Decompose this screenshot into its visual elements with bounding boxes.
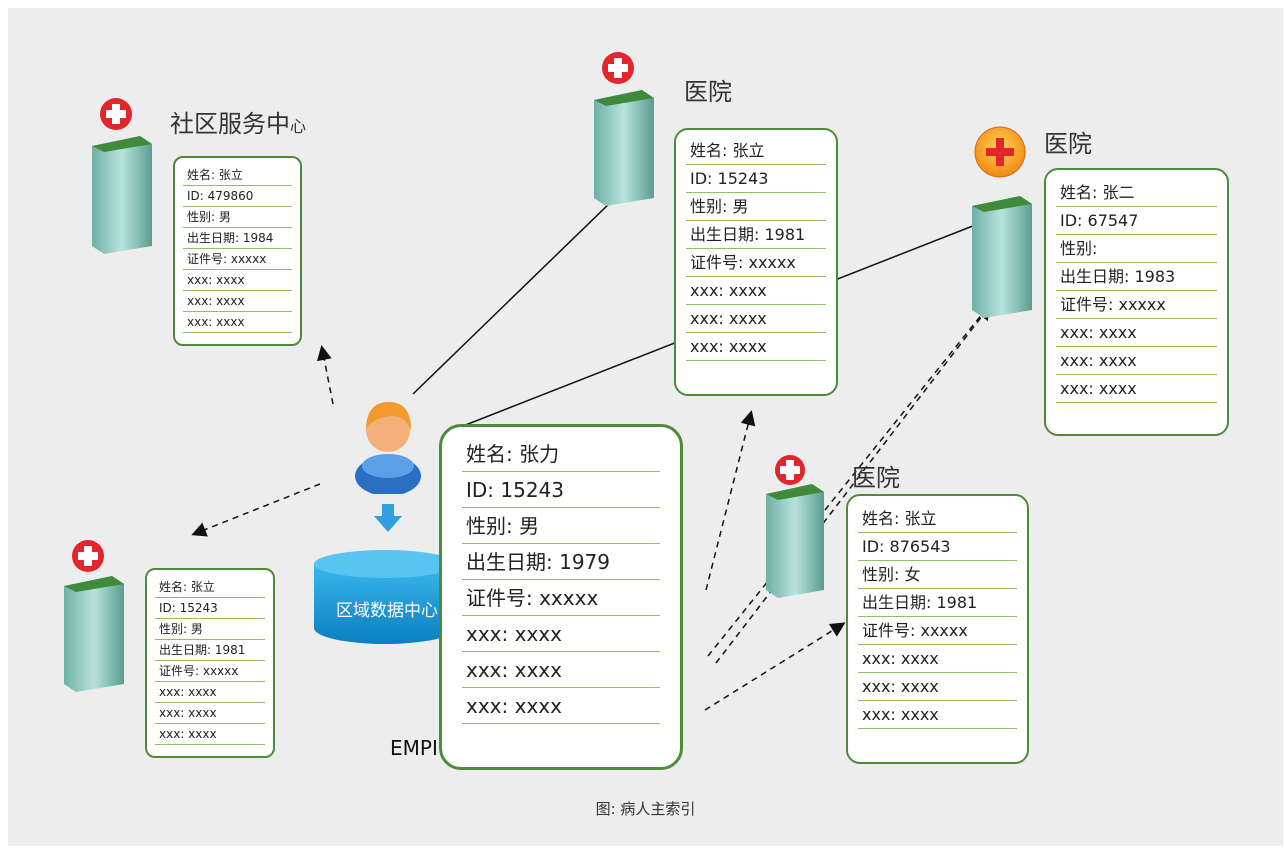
record-field: xxx: xxxx — [686, 332, 826, 361]
empi-label: EMPI — [390, 736, 438, 760]
record-field: 姓名: 张二 — [1056, 178, 1217, 207]
record-field: xxx: xxxx — [183, 311, 292, 333]
site-title: 医院 — [852, 464, 900, 492]
record-field: 证件号: xxxxx — [858, 616, 1017, 645]
person-icon — [355, 402, 421, 494]
record-field: 姓名: 张立 — [183, 164, 292, 186]
record-field: xxx: xxxx — [686, 276, 826, 305]
hospital-cross-icon — [775, 455, 805, 485]
record-field: ID: 15243 — [155, 597, 265, 619]
record-field: ID: 479860 — [183, 185, 292, 207]
record-field: 出生日期: 1981 — [858, 588, 1017, 617]
site-title: 医院 — [684, 78, 732, 106]
record-field: 证件号: xxxxx — [1056, 290, 1217, 319]
record-field: ID: 15243 — [686, 164, 826, 193]
record-field: 证件号: xxxxx — [155, 660, 265, 682]
record-field: xxx: xxxx — [462, 687, 660, 724]
hospital-cross-icon — [100, 98, 132, 130]
record-field: 姓名: 张立 — [686, 136, 826, 165]
record-field: 姓名: 张立 — [155, 576, 265, 598]
record-field: xxx: xxxx — [462, 615, 660, 652]
record-field: 出生日期: 1981 — [686, 220, 826, 249]
record-field: 性别: 女 — [858, 560, 1017, 589]
record-field: 证件号: xxxxx — [462, 579, 660, 616]
record-field: 性别: 男 — [183, 206, 292, 228]
record-field: ID: 15243 — [462, 471, 660, 508]
record-field: xxx: xxxx — [155, 681, 265, 703]
record-field: 证件号: xxxxx — [183, 248, 292, 270]
site-title: 社区服务中心 — [170, 110, 307, 138]
record-field: xxx: xxxx — [1056, 346, 1217, 375]
link-arrow-dashed — [191, 483, 321, 537]
record-field: 性别: 男 — [686, 192, 826, 221]
record-field: 证件号: xxxxx — [686, 248, 826, 277]
record-field: 出生日期: 1983 — [1056, 262, 1217, 291]
building-icon — [64, 540, 124, 692]
record-field: ID: 67547 — [1056, 206, 1217, 235]
hospital-cross-icon — [602, 52, 634, 84]
record-field: xxx: xxxx — [1056, 318, 1217, 347]
first-aid-icon — [974, 126, 1026, 178]
record-field: 出生日期: 1979 — [462, 543, 660, 580]
record-field: 姓名: 张力 — [462, 435, 660, 472]
record-field: xxx: xxxx — [1056, 374, 1217, 403]
record-field: xxx: xxxx — [858, 700, 1017, 729]
record-field: 性别: — [1056, 234, 1217, 263]
database-icon — [314, 550, 456, 644]
record-field: xxx: xxxx — [183, 290, 292, 312]
record-field: xxx: xxxx — [858, 672, 1017, 701]
database-label: 区域数据中心 — [336, 601, 438, 621]
building-icon — [766, 455, 824, 598]
record-field: 出生日期: 1984 — [183, 227, 292, 249]
record-field: xxx: xxxx — [155, 723, 265, 745]
link-arrow-dashed — [316, 345, 334, 405]
record-field: xxx: xxxx — [155, 702, 265, 724]
record-field: 性别: 男 — [155, 618, 265, 640]
link-arrow-dashed — [705, 410, 756, 591]
building-icon — [594, 52, 654, 206]
link-arrow-dashed — [707, 260, 1025, 657]
record-field: xxx: xxxx — [462, 651, 660, 688]
figure-caption: 图: 病人主索引 — [595, 800, 696, 818]
building-icon — [972, 126, 1032, 318]
record-field: 姓名: 张立 — [858, 504, 1017, 533]
building-icon — [92, 98, 152, 254]
record-field: 性别: 男 — [462, 507, 660, 544]
record-field: ID: 876543 — [858, 532, 1017, 561]
link-arrow-dashed — [715, 304, 991, 664]
link-arrow-dashed — [704, 622, 846, 711]
hospital-cross-icon — [72, 540, 104, 572]
record-field: xxx: xxxx — [858, 644, 1017, 673]
record-field: 出生日期: 1981 — [155, 639, 265, 661]
record-field: xxx: xxxx — [183, 269, 292, 291]
down-arrow-icon — [374, 504, 402, 532]
site-title: 医院 — [1044, 130, 1092, 158]
record-field: xxx: xxxx — [686, 304, 826, 333]
